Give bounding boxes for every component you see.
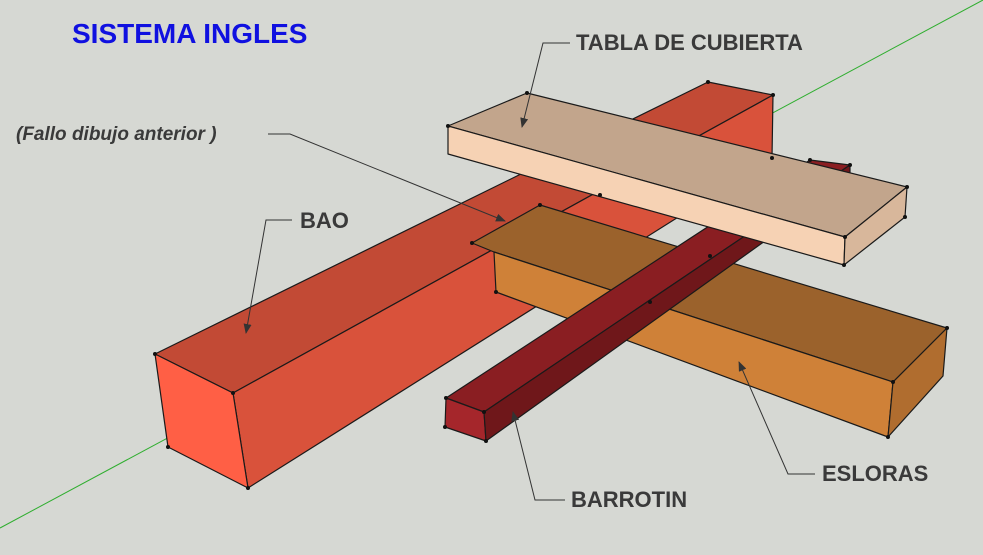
label-tabla-de-cubierta: TABLA DE CUBIERTA	[576, 30, 803, 55]
leader-barrotin	[511, 411, 565, 501]
leader-bao	[243, 219, 292, 334]
leader-lines	[243, 42, 815, 501]
leader-esloras	[738, 361, 815, 475]
label-bao: BAO	[300, 208, 349, 233]
label-fallo-dibujo: (Fallo dibujo anterior )	[16, 124, 217, 145]
leader-fallo	[268, 133, 506, 222]
leader-tabla	[520, 42, 570, 128]
esloras-beam	[471, 204, 948, 438]
diagram-title: SISTEMA INGLES	[72, 18, 308, 49]
label-esloras: ESLORAS	[822, 461, 929, 486]
esloras-side-face	[887, 327, 948, 438]
label-barrotin: BARROTIN	[571, 487, 688, 512]
vertex-markers	[153, 80, 949, 490]
